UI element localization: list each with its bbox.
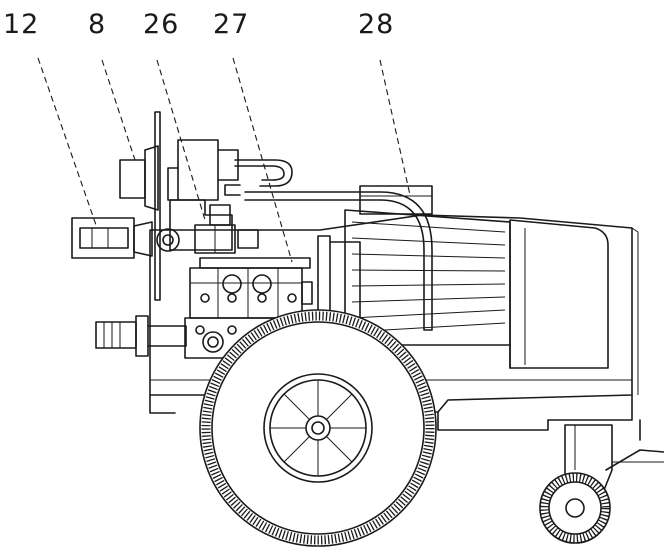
leader-27	[232, 57, 293, 263]
callout-27: 27	[213, 9, 249, 40]
callout-12: 12	[3, 9, 39, 40]
callout-28: 28	[358, 9, 394, 40]
inlet-fitting	[95, 315, 187, 357]
pressure-regulator	[119, 111, 161, 301]
leader-lines	[37, 57, 411, 263]
front-caster	[539, 424, 664, 544]
rear-wheel	[199, 309, 437, 547]
outlet-coupling	[71, 217, 180, 259]
leader-8	[101, 59, 136, 161]
leader-12	[37, 57, 97, 226]
leader-28	[379, 59, 411, 196]
callout-26: 26	[143, 9, 179, 40]
callout-8: 8	[88, 9, 106, 40]
unloader-valve	[167, 139, 259, 254]
